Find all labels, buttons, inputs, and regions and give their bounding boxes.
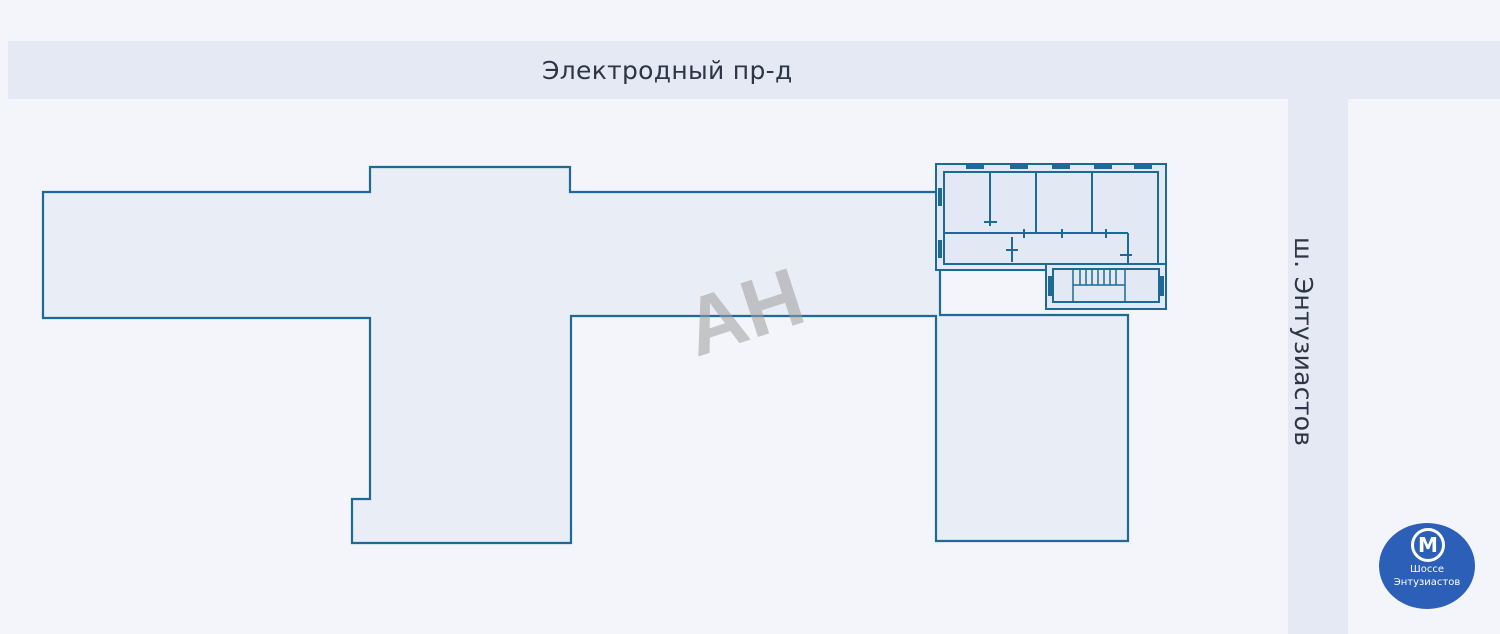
- metro-station-name: Шоссе Энтузиастов: [1393, 564, 1461, 588]
- building-footprint: [41, 165, 1130, 545]
- building-outline: [41, 165, 1130, 545]
- street-entuziastov: [1288, 41, 1348, 634]
- highlighted-unit: [935, 163, 1167, 310]
- staircase: [1072, 268, 1126, 303]
- street-label-elektrodny: Электродный пр-д: [542, 56, 793, 85]
- metro-station-badge: М Шоссе Энтузиастов: [1379, 523, 1475, 609]
- metro-m-icon: М: [1411, 528, 1445, 562]
- street-elektrodny: [8, 41, 1500, 99]
